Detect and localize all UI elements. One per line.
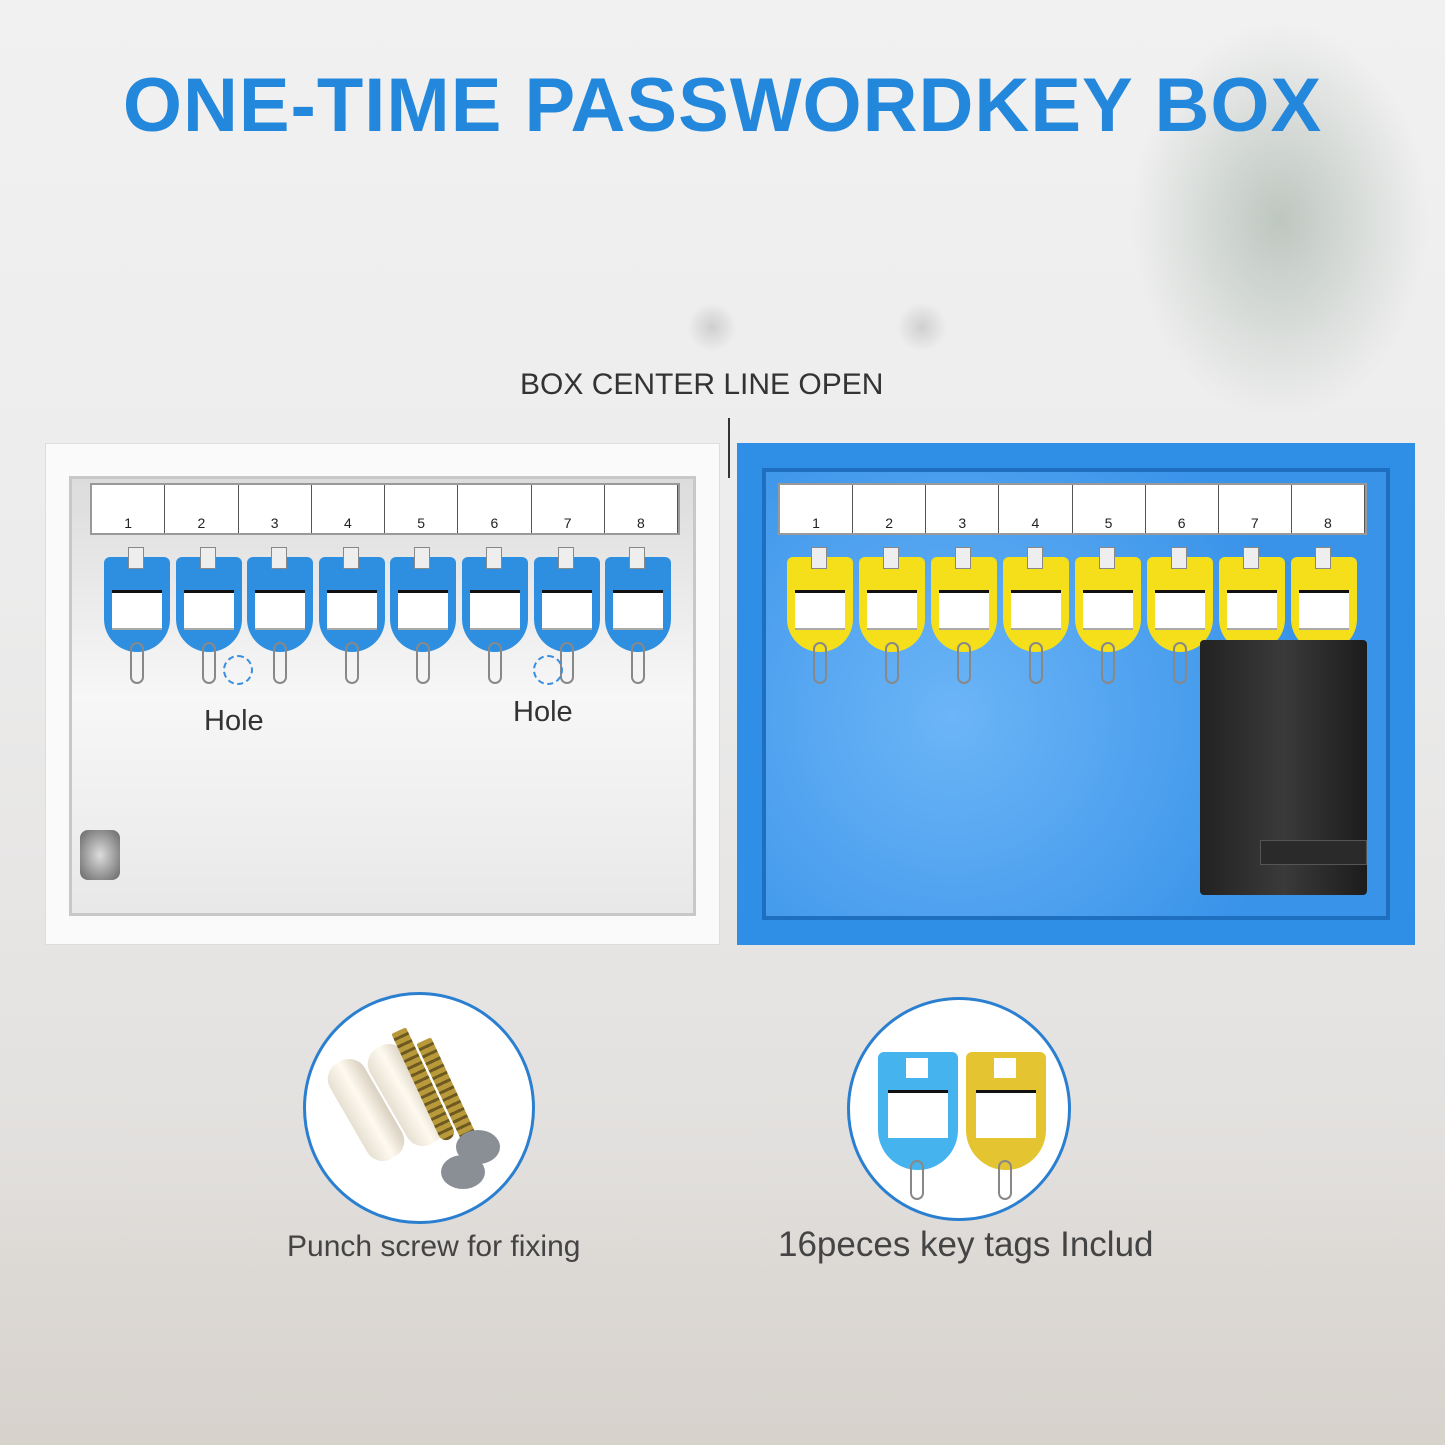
key-tag (1291, 547, 1357, 684)
slot-number: 6 (458, 485, 532, 533)
hole-label: Hole (204, 705, 264, 737)
slot-number: 6 (1146, 485, 1219, 533)
slot-number: 4 (312, 485, 385, 533)
slot-number: 5 (385, 485, 459, 533)
background-dot (897, 302, 947, 352)
slot-number: 1 (92, 485, 166, 533)
key-tag (605, 547, 672, 684)
key-tag (462, 547, 528, 684)
slot-number: 8 (605, 485, 678, 533)
key-tag (175, 547, 242, 684)
slot-number: 8 (1292, 485, 1365, 533)
background-floor (0, 1150, 1445, 1445)
key-tag (318, 547, 385, 684)
hole-marker (223, 655, 253, 685)
key-tag (390, 547, 457, 684)
key-tag (104, 547, 170, 684)
center-line (728, 418, 730, 478)
screws-image (303, 992, 535, 1224)
center-line-label: BOX CENTER LINE OPEN (520, 368, 884, 401)
key-tag (1219, 547, 1285, 684)
slot-number: 3 (926, 485, 1000, 533)
background-dot (687, 302, 737, 352)
hole-marker (533, 655, 563, 685)
slot-number: 2 (165, 485, 239, 533)
slot-number: 7 (1219, 485, 1292, 533)
slot-number: 1 (780, 485, 854, 533)
key-tag (1147, 547, 1213, 684)
page-title: ONE-TIME PASSWORDKEY BOX (122, 63, 1323, 148)
slot-number: 2 (853, 485, 927, 533)
slot-number: 4 (999, 485, 1073, 533)
key-tag (1003, 547, 1069, 684)
background-plant (1130, 20, 1430, 420)
hole-label: Hole (513, 696, 573, 728)
electronic-lock (1200, 640, 1367, 895)
screws-caption: Punch screw for fixing (287, 1230, 581, 1263)
key-tag (859, 547, 925, 684)
cam-lock-icon (80, 830, 120, 880)
key-tag (533, 547, 600, 684)
key-tag (931, 547, 997, 684)
slot-number: 7 (532, 485, 605, 533)
key-tags-image (847, 997, 1071, 1221)
slot-number: 3 (239, 485, 312, 533)
key-tag (787, 547, 853, 684)
tags-caption: 16peces key tags Includ (778, 1225, 1154, 1264)
key-tag (1075, 547, 1141, 684)
key-tag (247, 547, 314, 684)
slot-number: 5 (1073, 485, 1146, 533)
